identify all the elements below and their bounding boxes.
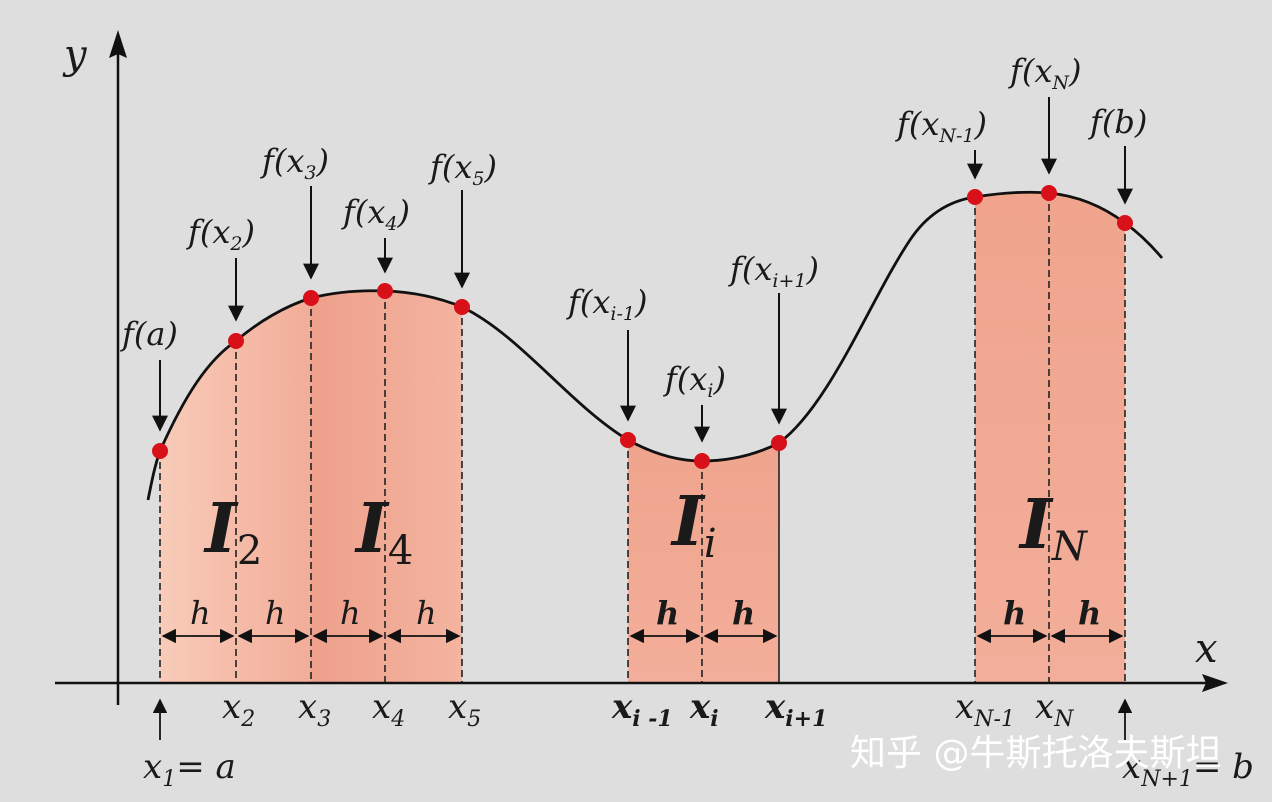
step-label: h: [416, 594, 437, 632]
area-I4: [311, 290, 462, 683]
step-labels: h h h h h h h h: [190, 594, 1101, 632]
point-label: f(xi+1): [728, 250, 819, 292]
x-axis-label: x: [1195, 626, 1218, 672]
x-tick-label: x3: [298, 687, 331, 732]
sample-points: [152, 185, 1133, 469]
x-tick-label: xN-1: [955, 687, 1015, 732]
step-label: h: [1003, 594, 1026, 632]
step-label: h: [1078, 594, 1101, 632]
axes: [55, 30, 1228, 705]
area-label: I2: [203, 489, 262, 574]
area-Ii: [628, 440, 779, 683]
x-tick-label: xi -1: [611, 687, 673, 732]
y-axis-label: y: [62, 32, 88, 78]
x-tick-labels: x1= a x2 x3 x4 x5 xi -1 xi xi+1 xN-1 xN xN+1= b: [143, 687, 1254, 792]
area-label: I4: [354, 489, 413, 574]
x-tick-label: xN+1= b: [1122, 747, 1254, 792]
shaded-regions: [160, 192, 1125, 683]
point-label: f(b): [1088, 103, 1147, 141]
point-label: f(xi): [663, 360, 726, 402]
point-label: f(xi-1): [566, 283, 647, 325]
point-label: f(x3): [260, 142, 329, 184]
step-label: h: [265, 594, 286, 632]
point-label: f(a): [120, 315, 178, 353]
area-IN: [975, 192, 1125, 683]
watermark: 知乎 @牛斯托洛夫斯坦: [850, 733, 1221, 774]
x-tick-label: xN: [1035, 687, 1074, 732]
step-label: h: [190, 594, 211, 632]
point-labels: f(a) f(x2)f(x3) f(x4) f(x5) f(xi-1) f(xi) f(xi…: [120, 52, 1147, 402]
x-tick-label: x2: [222, 687, 255, 732]
area-labels: I2 I4 Ii IN: [203, 482, 1089, 574]
x-tick-label: xi+1: [764, 687, 827, 732]
step-label: h: [656, 594, 679, 632]
x-tick-label: xi: [689, 687, 719, 732]
grid-verticals: [159, 193, 1126, 683]
point-label: f(x4): [341, 193, 410, 235]
point-label: f(x5): [428, 148, 497, 190]
area-label: Ii: [670, 482, 717, 567]
area-label: IN: [1018, 485, 1089, 570]
x-tick-label: x1= a: [143, 747, 236, 792]
step-label: h: [732, 594, 755, 632]
point-label: f(xN-1): [895, 105, 987, 147]
point-label: f(xN): [1008, 52, 1081, 94]
point-label: f(x2): [186, 213, 255, 255]
function-curve: [146, 190, 1164, 501]
x-tick-label: x4: [372, 687, 405, 732]
x-tick-label: x5: [448, 687, 481, 732]
label-arrows: [152, 97, 1133, 443]
step-label: h: [340, 594, 361, 632]
